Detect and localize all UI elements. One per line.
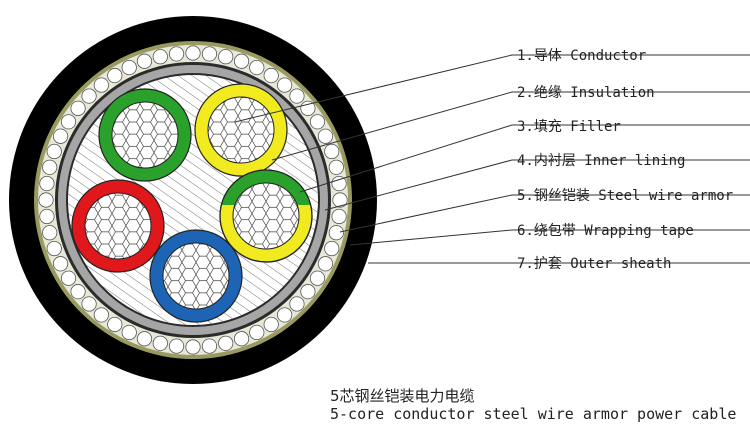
leader-line-filler — [299, 124, 750, 193]
steel-wire — [185, 339, 201, 355]
leader-lines — [234, 54, 750, 264]
steel-wire — [136, 53, 153, 69]
steel-wire — [201, 338, 218, 354]
callout-wrapping-tape: 6.绕包带 Wrapping tape — [517, 223, 694, 239]
steel-wire — [46, 143, 62, 160]
steel-wire — [300, 284, 316, 300]
steel-wire — [107, 316, 123, 333]
steel-wire — [277, 77, 293, 93]
steel-wire — [324, 143, 340, 160]
callout-inner-lining: 4.内衬层 Inner lining — [517, 153, 685, 169]
steel-wire — [331, 175, 347, 192]
steel-wire — [81, 88, 97, 104]
steel-wire — [39, 208, 55, 225]
steel-wire — [233, 53, 250, 69]
steel-wire — [93, 307, 109, 323]
steel-wire — [249, 59, 265, 76]
steel-wire — [168, 338, 185, 354]
steel-wire — [60, 114, 77, 130]
leader-line-conductor — [234, 54, 750, 123]
steel-wire — [70, 284, 86, 300]
steel-wire — [107, 67, 123, 84]
caption-chinese: 5芯钢丝铠装电力电缆 — [330, 387, 475, 405]
steel-wire — [328, 159, 344, 175]
steel-wire — [52, 128, 69, 144]
steel-wire — [317, 256, 334, 272]
steel-wire — [81, 296, 97, 312]
steel-wire — [42, 225, 58, 241]
callout-conductor: 1.导体 Conductor — [517, 48, 646, 64]
steel-wire — [249, 324, 265, 341]
steel-wire — [46, 240, 62, 257]
core-blue — [149, 229, 243, 323]
steel-wire — [152, 49, 168, 65]
core-red — [71, 179, 165, 273]
steel-wire — [309, 114, 326, 130]
core-green — [98, 88, 192, 182]
steel-wire — [324, 240, 340, 257]
steel-wire — [317, 128, 334, 144]
steel-wire — [289, 296, 305, 312]
steel-wire — [331, 208, 347, 225]
leader-line-inner-lining — [324, 159, 750, 211]
steel-wire — [152, 335, 168, 351]
leader-line-insulation — [271, 91, 750, 161]
steel-wire — [168, 46, 185, 62]
steel-wire — [70, 100, 86, 116]
callout-filler: 3.填充 Filler — [517, 119, 621, 135]
steel-wire — [289, 88, 305, 104]
core-yellow-green — [219, 169, 313, 263]
steel-wire — [121, 59, 137, 76]
steel-wire — [185, 45, 201, 61]
steel-wire — [218, 335, 234, 351]
steel-wire — [328, 225, 344, 241]
steel-wire — [277, 307, 293, 323]
steel-wire — [39, 175, 55, 192]
steel-wire — [263, 316, 279, 333]
steel-wire — [38, 192, 54, 208]
steel-wire — [136, 331, 153, 347]
core-yellow — [194, 83, 288, 177]
steel-wire — [121, 324, 137, 341]
callout-insulation: 2.绝缘 Insulation — [517, 85, 655, 101]
steel-wire — [201, 46, 218, 62]
callout-outer-sheath: 7.护套 Outer sheath — [517, 256, 671, 272]
caption-english: 5-core conductor steel wire armor power … — [330, 405, 737, 423]
leader-line-steel-wire-armor — [339, 194, 750, 233]
steel-wire — [332, 192, 348, 208]
steel-wire — [218, 49, 234, 65]
steel-wires — [38, 45, 348, 355]
steel-wire — [42, 159, 58, 175]
steel-wire — [233, 331, 250, 347]
steel-wire — [263, 67, 279, 84]
steel-wire — [52, 256, 69, 272]
steel-wire — [309, 270, 326, 286]
steel-wire — [93, 77, 109, 93]
leader-line-wrapping-tape — [349, 229, 750, 246]
steel-wire — [60, 270, 77, 286]
callout-steel-wire-armor: 5.钢丝铠装 Steel wire armor — [517, 188, 733, 204]
